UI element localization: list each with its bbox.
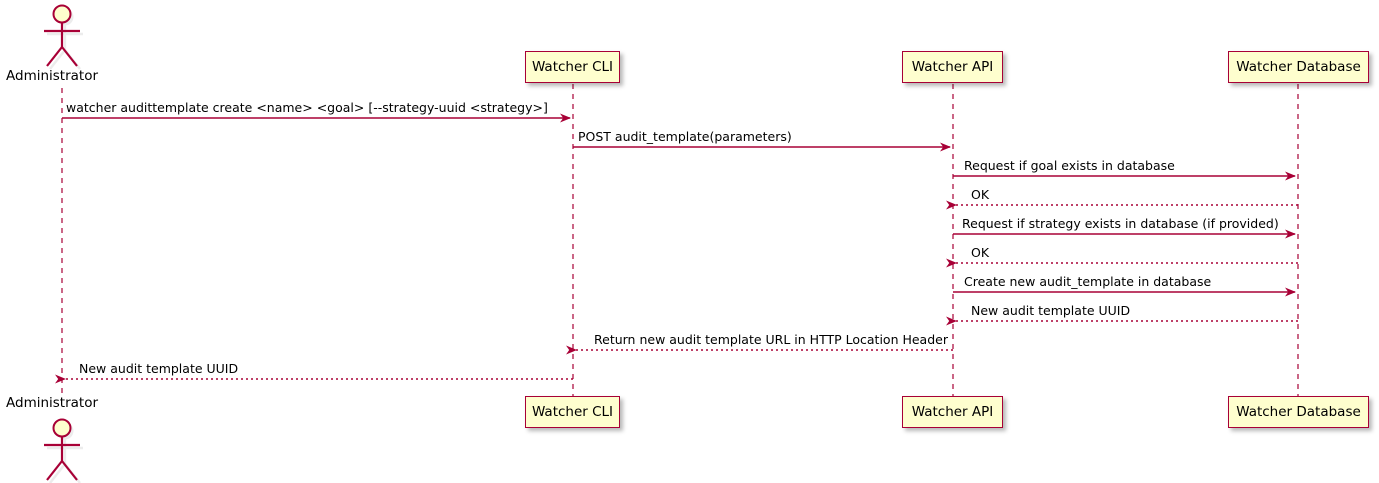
message-label-9: Return new audit template URL in HTTP Lo… — [594, 332, 948, 347]
message-label-1: watcher audittemplate create <name> <goa… — [66, 100, 548, 115]
actor-label-administrator-bottom: Administrator — [6, 395, 99, 411]
participant-box-watcher-database-top[interactable]: Watcher Database — [1228, 51, 1369, 83]
participant-box-watcher-database-bottom[interactable]: Watcher Database — [1228, 396, 1369, 428]
message-label-6: OK — [971, 245, 990, 260]
message-label-2: POST audit_template(parameters) — [578, 129, 792, 144]
message-label-10: New audit template UUID — [79, 361, 239, 376]
participant-box-watcher-cli-bottom[interactable]: Watcher CLI — [525, 396, 620, 428]
message-arrows — [55, 113, 1298, 384]
participant-box-watcher-cli-top[interactable]: Watcher CLI — [525, 51, 620, 83]
actor-label-administrator-top: Administrator — [6, 68, 99, 84]
message-label-5: Request if strategy exists in database (… — [962, 216, 1279, 231]
message-label-3: Request if goal exists in database — [964, 158, 1175, 173]
message-label-8: New audit template UUID — [971, 303, 1131, 318]
participant-box-watcher-api-top[interactable]: Watcher API — [902, 51, 1003, 83]
actor-administrator-bottom-icon — [44, 418, 83, 483]
message-label-7: Create new audit_template in database — [964, 274, 1212, 289]
actor-administrator-top-icon — [44, 4, 83, 70]
participant-box-watcher-api-bottom[interactable]: Watcher API — [902, 396, 1003, 428]
lifelines — [61, 84, 1299, 396]
message-label-4: OK — [971, 187, 990, 202]
